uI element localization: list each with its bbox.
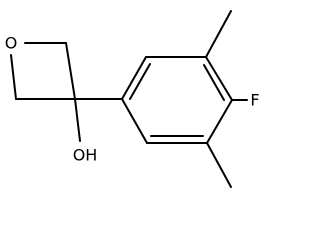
benzene-ring (121, 56, 233, 144)
oxetane-ring (10, 42, 76, 100)
atom-label-oxygen: O (5, 34, 18, 53)
double-bond-c3-c4 (203, 64, 225, 101)
ring-bond-c6-c1 (121, 98, 148, 144)
atom-label-fluorine: F (250, 91, 259, 110)
ring-bond-c1-c2 (121, 56, 147, 100)
double-bond-c1-c2 (129, 63, 151, 100)
bond-methyl-top (205, 10, 232, 58)
bond-c3-oh (74, 98, 81, 142)
chemical-structure: O OH F (5, 10, 260, 188)
bond-methyl-bottom (206, 142, 232, 188)
bond-ch2-top-c3 (65, 42, 76, 100)
ring-bond-c3-c4 (205, 56, 233, 101)
atom-label-hydroxyl: OH (73, 146, 98, 165)
bond-ch2-bottom-o (10, 54, 17, 100)
ring-bond-c4-c5 (206, 99, 233, 144)
